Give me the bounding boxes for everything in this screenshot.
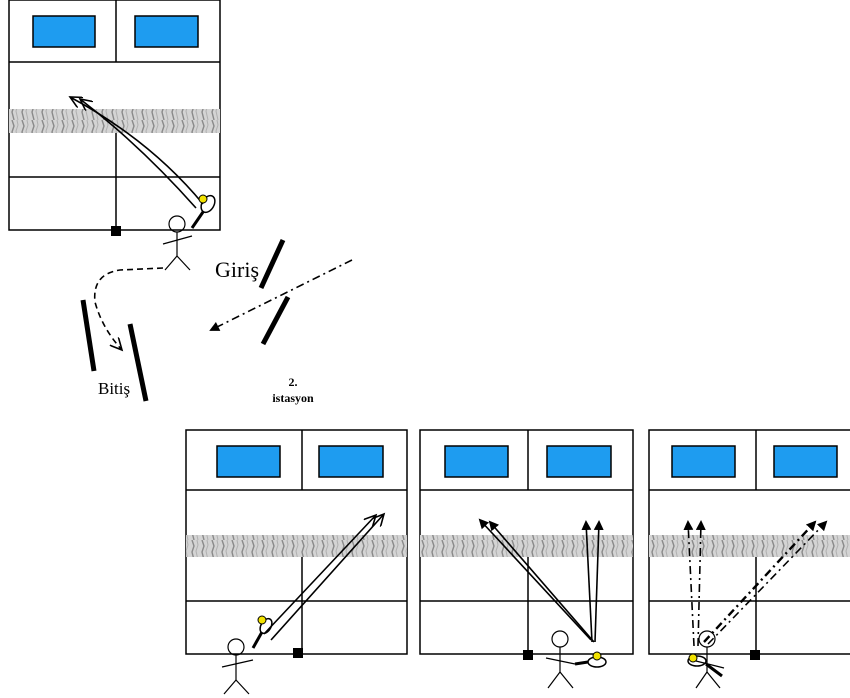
- court-station-a: [185, 429, 408, 658]
- cone-marker: [523, 650, 533, 660]
- finish-label: Bitiş: [98, 379, 130, 398]
- player-figure: [221, 638, 254, 695]
- shot-arrow: [478, 518, 592, 641]
- cone-marker: [111, 226, 121, 236]
- tennis-ball-icon: [198, 194, 208, 204]
- net: [420, 535, 633, 557]
- entry-path-arrow: [209, 259, 353, 331]
- shot-arrow: [695, 520, 706, 647]
- entry-label: Giriş: [215, 257, 259, 282]
- target-box-left: [444, 445, 509, 478]
- court-station-b: [419, 429, 634, 660]
- tennis-ball-icon: [688, 653, 698, 663]
- net: [649, 535, 850, 557]
- entry-gate: [258, 238, 291, 346]
- racket-icon: [574, 651, 607, 668]
- target-box-right: [318, 445, 384, 478]
- player-figure: [162, 215, 193, 271]
- racket-icon: [190, 194, 216, 229]
- target-box-right: [546, 445, 612, 478]
- target-box-left: [32, 15, 96, 48]
- exit-path-arrow: [93, 267, 164, 350]
- shot-arrow: [80, 99, 197, 209]
- target-box-right: [773, 445, 838, 478]
- court-station-c: [648, 429, 850, 660]
- station-label: istasyon: [272, 391, 314, 405]
- racket-icon: [251, 615, 273, 649]
- shot-arrow: [707, 520, 828, 645]
- finish-gate: [80, 299, 149, 402]
- shot-arrow: [581, 520, 593, 643]
- court-top-left: [8, 0, 221, 236]
- cone-marker: [293, 648, 303, 658]
- net: [186, 535, 407, 557]
- player-figure: [545, 630, 576, 689]
- cone-marker: [750, 650, 760, 660]
- shot-arrow: [488, 520, 595, 643]
- shot-arrow: [270, 514, 384, 641]
- target-box-left: [671, 445, 736, 478]
- net: [9, 109, 220, 133]
- shot-arrow: [593, 520, 604, 643]
- station-number: 2.: [289, 375, 298, 389]
- target-box-left: [216, 445, 281, 478]
- target-box-right: [134, 15, 199, 48]
- shot-arrow: [683, 520, 695, 647]
- shot-arrow: [263, 515, 376, 635]
- racket-icon: [687, 653, 723, 678]
- tennis-ball-icon: [592, 651, 602, 661]
- player-figure: [691, 630, 725, 689]
- tennis-ball-icon: [257, 615, 267, 625]
